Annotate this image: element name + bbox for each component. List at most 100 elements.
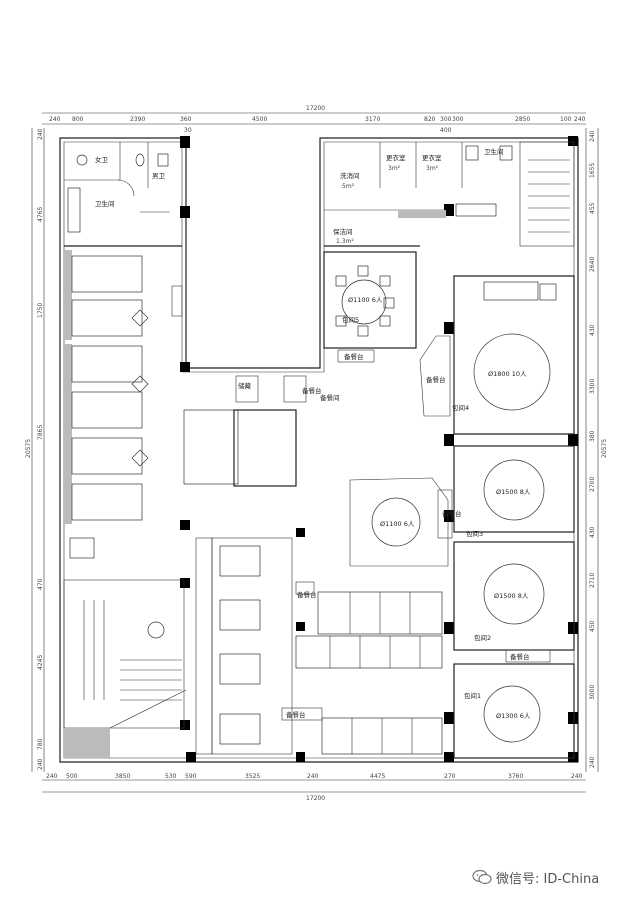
dim-b0: 240 — [46, 773, 58, 780]
washroom-block: 女卫 男卫 卫生间 — [64, 142, 182, 247]
dim-b10: 240 — [571, 773, 583, 780]
dim-t8: 300 — [452, 116, 464, 123]
dim-l7: 240 — [37, 758, 44, 770]
private-room-5-label: 包间5 — [342, 315, 359, 324]
changing-2-area: 3m² — [426, 165, 439, 172]
table-5-label: Ø1100 6人 — [348, 296, 383, 304]
private-room-1: Ø1300 6人 包间1 — [453, 663, 575, 759]
dim-t2: 2390 — [130, 116, 145, 123]
changing-1-area: 3m² — [388, 165, 401, 172]
private-room-2-label: 包间2 — [474, 633, 491, 642]
bottom-dimensions: 240 500 3850 530 590 3525 240 4475 270 3… — [42, 773, 586, 802]
dim-r2: 455 — [589, 202, 596, 214]
dim-b8: 270 — [444, 773, 456, 780]
dim-t9: 2850 — [515, 116, 530, 123]
service-area: 洗消间 5m² 更衣室 3m² 更衣室 3m² 卫生间 保洁间 1.3m² — [324, 141, 575, 247]
dim-r1: 1655 — [589, 163, 596, 178]
central-dining: 备餐台 备餐台 — [281, 581, 443, 755]
dim-r6: 380 — [589, 430, 596, 442]
dim-r8: 430 — [589, 526, 596, 538]
dim-r5: 3300 — [589, 379, 596, 394]
private-room-1-label: 包间1 — [464, 691, 481, 700]
dim-l2: 1750 — [37, 303, 44, 318]
private-room-5: Ø1100 6人 包间5 备餐台 — [323, 251, 417, 363]
table-4-label: Ø1800 10人 — [488, 370, 527, 378]
table-3-label: Ø1500 8人 — [496, 488, 531, 496]
washroom-label: 卫生间 — [95, 199, 115, 208]
service-6-label: 备餐台 — [286, 710, 306, 719]
dim-r9: 2710 — [589, 573, 596, 588]
male-wc-label: 男卫 — [152, 172, 166, 180]
dim-r7: 2700 — [589, 477, 596, 492]
dim-b5: 3525 — [245, 773, 260, 780]
private-room-3: Ø1500 8人 包间3 — [453, 445, 575, 538]
dim-r0: 240 — [589, 130, 596, 142]
structural-columns — [180, 136, 578, 762]
clean-room-label: 保洁间 — [333, 227, 353, 236]
private-room-2: Ø1500 8人 包间2 备餐台 — [453, 541, 575, 663]
top-dimensions: 17200 240 800 2390 360 4500 3170 820 300… — [42, 105, 586, 134]
left-booths — [64, 250, 183, 524]
dim-l3: 7865 — [37, 425, 44, 440]
dim-t6: 820 — [424, 116, 436, 123]
table-1-label: Ø1300 6人 — [496, 712, 531, 720]
private-room-4-label: 包间4 — [452, 403, 469, 412]
dim-t7: 300 — [440, 116, 452, 123]
dim-b2: 3850 — [115, 773, 130, 780]
changing-1-label: 更衣室 — [386, 153, 406, 162]
dim-t4: 4500 — [252, 116, 267, 123]
top-total-dim: 17200 — [306, 105, 325, 112]
service-station-label: 备餐台 — [302, 386, 322, 395]
dim-r3: 2640 — [589, 257, 596, 272]
dim-b9: 3760 — [508, 773, 523, 780]
dim-t0: 240 — [49, 116, 61, 123]
service-3-label: 备餐台 — [442, 509, 462, 518]
right-total-dim: 20575 — [601, 439, 608, 458]
service-room-label: 备餐间 — [320, 393, 340, 402]
dim-t10: 100 — [560, 116, 572, 123]
service-4-label: 备餐台 — [510, 652, 530, 661]
service-1-label: 备餐台 — [344, 352, 364, 361]
wc-3-label: 卫生间 — [484, 147, 504, 156]
dim-l1: 4765 — [37, 207, 44, 222]
dish-room-label: 洗消间 — [340, 171, 360, 180]
outer-walls — [59, 137, 579, 763]
table-2-label: Ø1500 8人 — [494, 592, 529, 600]
dish-area: 5m² — [342, 183, 355, 190]
dim-l5: 4245 — [37, 655, 44, 670]
clean-area: 1.3m² — [336, 238, 354, 245]
dim-b7: 4475 — [370, 773, 385, 780]
private-room-3-label: 包间3 — [466, 529, 483, 538]
dim-b6: 240 — [307, 773, 319, 780]
dim-t1: 800 — [72, 116, 84, 123]
dim-t-sub: 400 — [440, 127, 452, 134]
dim-r11: 3000 — [589, 685, 596, 700]
dim-l0: 240 — [37, 128, 44, 140]
dim-b4: 590 — [185, 773, 197, 780]
center-bar: 储藏 备餐台 备餐间 — [183, 375, 340, 755]
dim-b3: 530 — [165, 773, 177, 780]
service-5-label: 备餐台 — [297, 590, 317, 599]
dim-t5: 3170 — [365, 116, 380, 123]
dim-r10: 450 — [589, 620, 596, 632]
watermark: 微信号: ID-China — [472, 867, 599, 887]
right-dimensions: 20575 240 1655 455 2640 430 3300 380 270… — [585, 128, 608, 772]
service-2-label: 备餐台 — [426, 375, 446, 384]
dim-l4: 470 — [37, 578, 44, 590]
left-total-dim: 20575 — [25, 439, 32, 458]
female-wc-label: 女卫 — [95, 155, 109, 164]
watermark-text: 微信号: ID-China — [496, 871, 600, 887]
private-room-4: Ø1800 10人 备餐台 包间4 — [419, 275, 575, 435]
dim-r4: 430 — [589, 324, 596, 336]
left-dimensions: 20575 240 4765 1750 7865 470 4245 780 24… — [25, 128, 45, 772]
bottom-total-dim: 17200 — [306, 795, 325, 802]
center-table-label: Ø1100 6人 — [380, 520, 415, 528]
dim-b1: 500 — [66, 773, 78, 780]
dim-r12: 240 — [589, 756, 596, 768]
staircase — [63, 537, 187, 758]
changing-2-label: 更衣室 — [422, 153, 442, 162]
storage-label: 储藏 — [238, 381, 252, 390]
dim-t11: 240 — [574, 116, 586, 123]
wechat-icon — [472, 869, 492, 885]
